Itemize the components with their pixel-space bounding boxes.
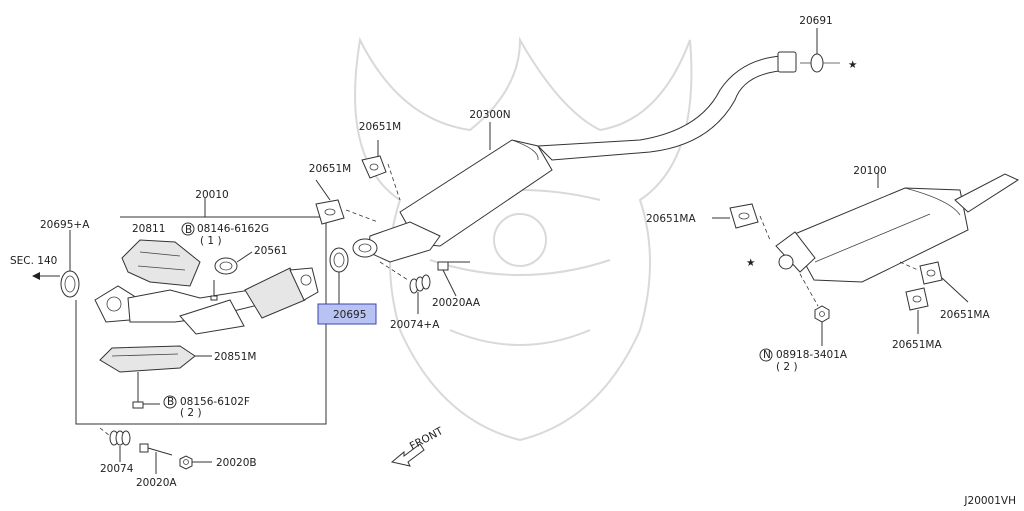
label-20651ma-right[interactable]: 20651MA: [940, 309, 990, 321]
label-20074[interactable]: 20074: [100, 463, 134, 475]
rubber-mount-20651m-lower[interactable]: [315, 199, 345, 225]
gasket-20691[interactable]: [810, 53, 824, 73]
label-20074a[interactable]: 20074+A: [390, 319, 440, 331]
label-20651m-upper[interactable]: 20651M: [359, 121, 401, 133]
label-08146-qty: ( 1 ): [200, 235, 222, 247]
rear-muffler-20100[interactable]: [775, 173, 1020, 283]
label-08918-qty: ( 2 ): [776, 361, 798, 373]
label-20651ma-left[interactable]: 20651MA: [646, 213, 696, 225]
stud-20020aa[interactable]: [437, 261, 470, 281]
bolt-circle-b-1: B: [185, 224, 192, 236]
label-20651m-lower[interactable]: 20651M: [309, 163, 351, 175]
front-arrow-icon: [390, 443, 425, 467]
clamp-20561[interactable]: [214, 257, 238, 275]
gasket-20695[interactable]: [329, 247, 349, 273]
label-20561[interactable]: 20561: [254, 245, 287, 257]
rubber-mount-20651m-upper[interactable]: [361, 155, 387, 179]
label-08146-6162g[interactable]: 08146-6162G: [197, 223, 269, 235]
label-20020b[interactable]: 20020B: [216, 457, 257, 469]
nut-08918[interactable]: [814, 305, 830, 323]
spring-20074a[interactable]: [409, 274, 431, 294]
label-20020aa[interactable]: 20020AA: [432, 297, 481, 309]
front-label: FRONT: [408, 425, 446, 453]
label-20651ma-bottom[interactable]: 20651MA: [892, 339, 942, 351]
label-20851m[interactable]: 20851M: [214, 351, 256, 363]
label-20691[interactable]: 20691: [799, 15, 832, 27]
nut-circle-n: N: [763, 349, 771, 361]
label-sec140[interactable]: SEC. 140: [10, 255, 57, 267]
center-muffler-20300n[interactable]: [352, 51, 797, 263]
front-tube-catalyst[interactable]: [94, 267, 319, 335]
rubber-mount-20651ma-right[interactable]: [919, 261, 943, 285]
label-20695[interactable]: 20695: [333, 309, 366, 321]
heat-shield-20811[interactable]: [121, 239, 201, 287]
label-20811[interactable]: 20811: [132, 223, 165, 235]
label-20100[interactable]: 20100: [853, 165, 886, 177]
highlight-box-20695: [317, 303, 377, 325]
sec140-arrow-icon: [32, 272, 40, 280]
gasket-20695a[interactable]: [60, 270, 80, 298]
nut-20020b[interactable]: [179, 455, 193, 470]
diagram-code: J20001VH: [963, 495, 1016, 507]
star-marker-rear: ★: [746, 257, 755, 269]
heat-shield-20851m[interactable]: [99, 345, 196, 373]
label-20020a[interactable]: 20020A: [136, 477, 177, 489]
rubber-mount-20651ma-left[interactable]: [729, 203, 759, 229]
label-08156-6102f[interactable]: 08156-6102F: [180, 396, 250, 408]
rubber-mount-20651ma-bottom[interactable]: [905, 287, 929, 311]
label-08156-qty: ( 2 ): [180, 407, 202, 419]
label-20010[interactable]: 20010: [195, 189, 228, 201]
spring-20074[interactable]: [109, 430, 131, 446]
bolt-circle-b-2: B: [167, 396, 174, 408]
star-marker-top: ★: [848, 59, 857, 71]
label-20695a[interactable]: 20695+A: [40, 219, 90, 231]
label-20300n[interactable]: 20300N: [469, 109, 510, 121]
label-08918-3401a[interactable]: 08918-3401A: [776, 349, 848, 361]
stud-20020a[interactable]: [139, 443, 173, 456]
